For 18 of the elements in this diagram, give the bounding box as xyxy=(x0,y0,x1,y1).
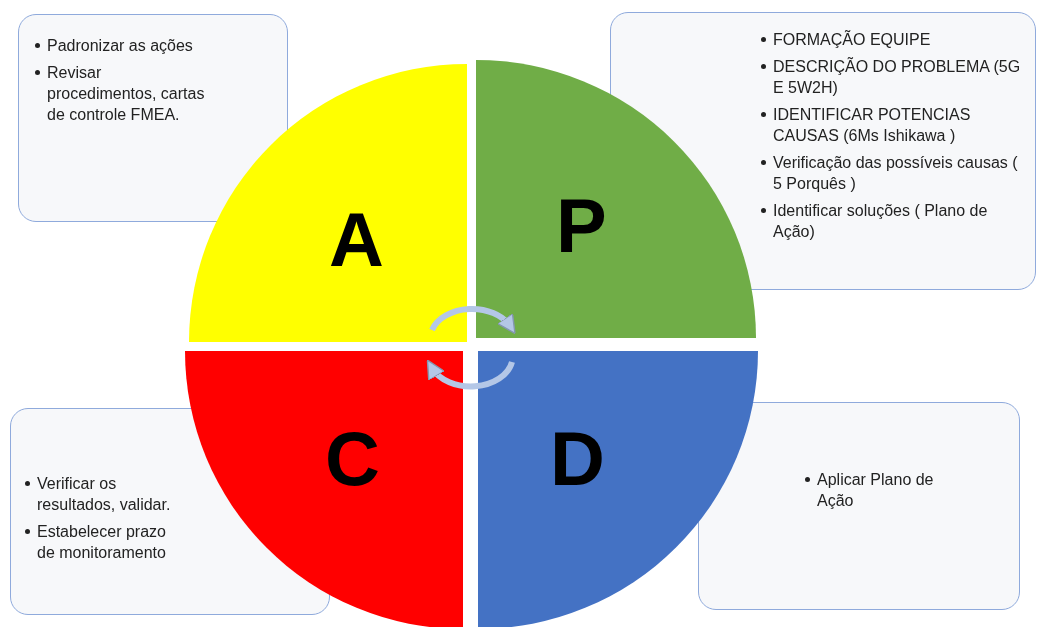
arrow xyxy=(426,359,515,390)
list-text: Verificar os resultados, validar. xyxy=(37,474,172,515)
list-text: Estabelecer prazo de monitoramento xyxy=(37,522,167,563)
list-text: Aplicar Plano de Ação xyxy=(817,470,935,511)
phase-letter: P xyxy=(556,188,607,264)
text-card xyxy=(18,14,288,222)
list-text: FORMAÇÃO EQUIPE xyxy=(773,29,931,50)
phase-letter: D xyxy=(550,421,605,497)
arrow xyxy=(429,305,517,334)
phase-letter: A xyxy=(329,202,384,278)
phase-letter: C xyxy=(325,421,380,497)
list-text: Identificar soluções ( Plano de Ação) xyxy=(773,201,989,242)
list-text: Padronizar as ações xyxy=(47,36,193,56)
list-text: Revisar procedimentos, cartas de controle FMEA. xyxy=(47,63,205,125)
list-text: IDENTIFICAR POTENCIAS CAUSAS (6Ms Ishikawa ) xyxy=(773,105,972,146)
list-text: Verificação das possíveis causas ( 5 Porquês ) xyxy=(773,153,1019,194)
list-text: DESCRIÇÃO DO PROBLEMA (5G E 5W2H) xyxy=(773,56,1021,98)
text-card xyxy=(698,402,1020,610)
